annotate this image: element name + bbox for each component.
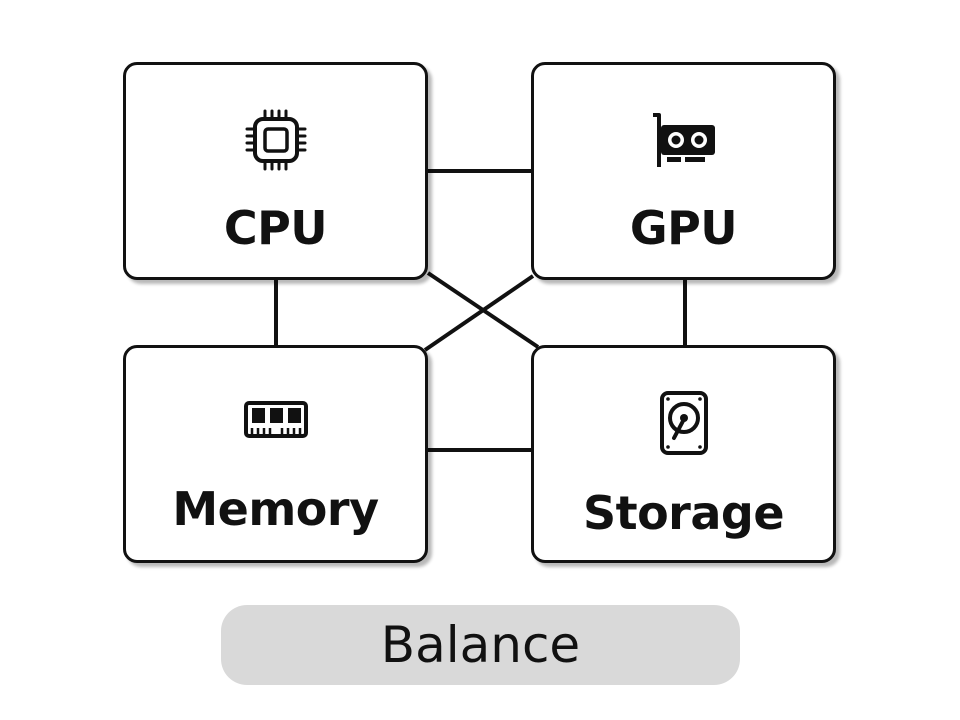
storage-node: Storage (531, 345, 836, 563)
caption-pill: Balance (221, 605, 740, 685)
gpu-label: GPU (629, 201, 738, 255)
ram-module-icon (243, 401, 308, 438)
memory-node: Memory (123, 345, 428, 563)
memory-label: Memory (172, 482, 379, 536)
cpu-chip-icon (245, 109, 306, 171)
graphics-card-icon (652, 113, 715, 167)
caption-text: Balance (380, 616, 581, 674)
gpu-node: GPU (531, 62, 836, 280)
connector-gpu-memory (423, 274, 535, 352)
storage-label: Storage (582, 486, 785, 540)
cpu-label: CPU (223, 201, 328, 255)
cpu-node: CPU (123, 62, 428, 280)
hard-drive-icon (659, 391, 708, 455)
